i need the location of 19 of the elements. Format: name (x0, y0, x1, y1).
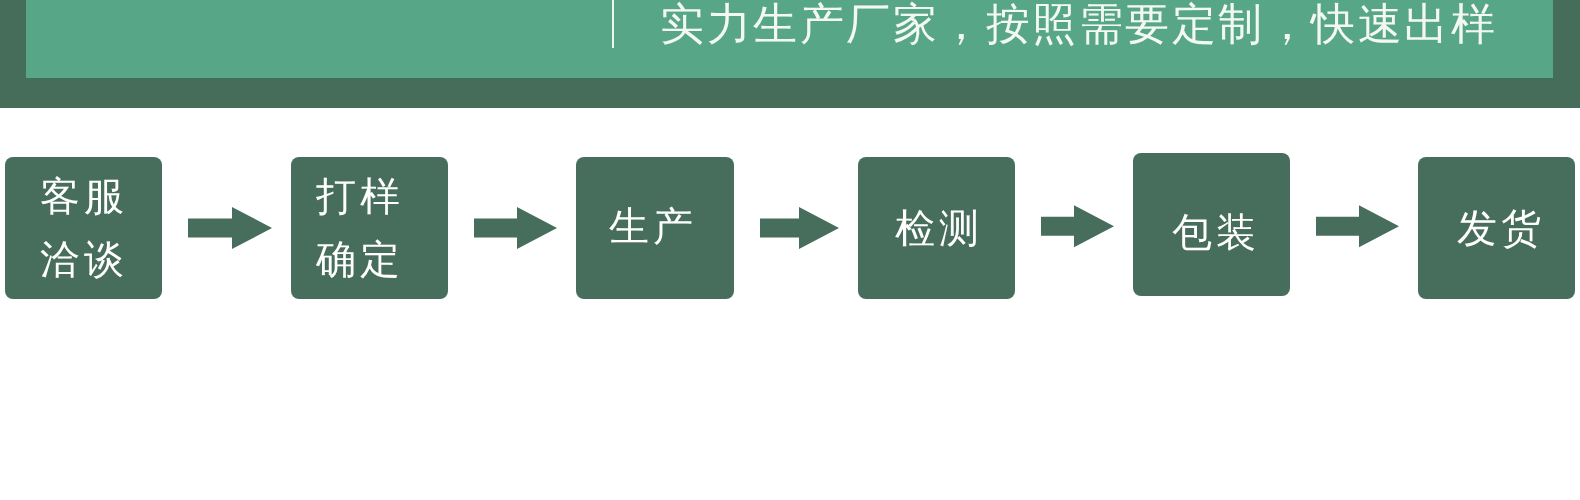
arrow (1316, 205, 1399, 248)
arrow (474, 207, 557, 249)
step-label: 发货 (1455, 203, 1546, 253)
step-box (576, 157, 734, 299)
step-box (858, 157, 1015, 299)
step-box (1418, 157, 1575, 299)
arrow (1041, 205, 1114, 248)
step-label: 打样确定 (314, 172, 405, 284)
slogan-text: 实力生产厂家，按照需要定制，快速出样 (660, 1, 1497, 47)
banner-panel (26, 0, 1553, 78)
step-label: 客服洽谈 (38, 172, 129, 284)
step-label: 检测 (893, 203, 984, 253)
arrow (188, 207, 272, 249)
step-box (1133, 153, 1290, 296)
arrow (760, 207, 839, 249)
step-box (291, 157, 448, 299)
step-label: 包装 (1170, 208, 1261, 257)
step-box (5, 157, 162, 299)
step-label: 生产 (608, 201, 698, 251)
